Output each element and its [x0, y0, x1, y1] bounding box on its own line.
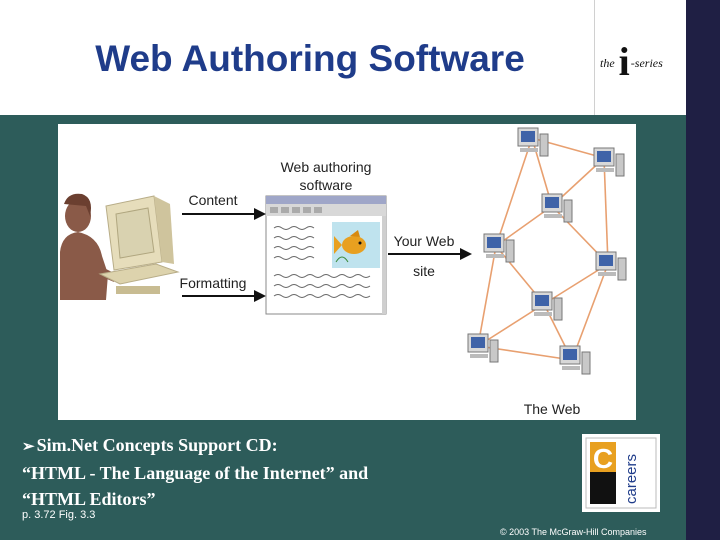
bullet-line-3: “HTML Editors”: [22, 489, 156, 509]
your-web-label: Your Web: [394, 233, 455, 249]
iseries-logo-panel: [594, 0, 687, 115]
bullet-line-1-text: Sim.Net Concepts Support CD:: [36, 435, 278, 455]
careers-word: careers: [623, 454, 640, 504]
figure-reference: p. 3.72 Fig. 3.3: [22, 509, 96, 521]
network-computer-icon: [559, 345, 591, 375]
network-computer-icon: [467, 333, 499, 363]
bullet-block: ➢Sim.Net Concepts Support CD: “HTML - Th…: [22, 432, 542, 512]
network-computer-icon: [517, 127, 549, 157]
goldfish-icon: [332, 222, 380, 268]
network-computer-icon: [531, 291, 563, 321]
content-arrow: [182, 208, 266, 220]
web-authoring-label-1: Web authoring: [281, 159, 372, 175]
formatting-label: Formatting: [180, 275, 247, 291]
logo-prefix: the: [600, 56, 615, 70]
bullet-line-1: ➢Sim.Net Concepts Support CD:: [22, 432, 542, 460]
careers-black-block: [590, 472, 616, 504]
copyright-text: © 2003 The McGraw-Hill Companies: [500, 527, 647, 537]
slide-title: Web Authoring Software: [95, 38, 525, 79]
iseries-logo: the i-series: [600, 38, 663, 85]
careers-badge: C careers: [582, 434, 660, 512]
formatting-arrow: [182, 290, 266, 302]
person-icon: [60, 193, 116, 300]
careers-orange-block: [590, 442, 616, 472]
arrow-bullet-icon: ➢: [22, 439, 35, 455]
desktop-computer-icon: [98, 195, 180, 294]
careers-letter: C: [593, 443, 613, 474]
your-web-site-arrow: [388, 248, 472, 260]
right-decorative-band: [686, 0, 720, 540]
content-label: Content: [188, 192, 237, 208]
careers-badge-graphic: C careers: [585, 437, 657, 509]
network-computer-icon: [595, 251, 627, 281]
logo-letter: i: [618, 39, 630, 84]
bullet-line-2: “HTML - The Language of the Internet” an…: [22, 463, 369, 483]
logo-suffix: -series: [630, 56, 663, 70]
the-web-label: The Web: [524, 401, 581, 417]
web-authoring-label-2: software: [300, 177, 353, 193]
site-label: site: [413, 263, 435, 279]
web-authoring-diagram: Web authoring software Content Formattin…: [60, 127, 627, 417]
network-computer-icon: [483, 233, 515, 263]
network-computer-icon: [541, 193, 573, 223]
network-computer-icon: [593, 147, 625, 177]
web-authoring-figure: Web authoring software Content Formattin…: [58, 124, 636, 420]
